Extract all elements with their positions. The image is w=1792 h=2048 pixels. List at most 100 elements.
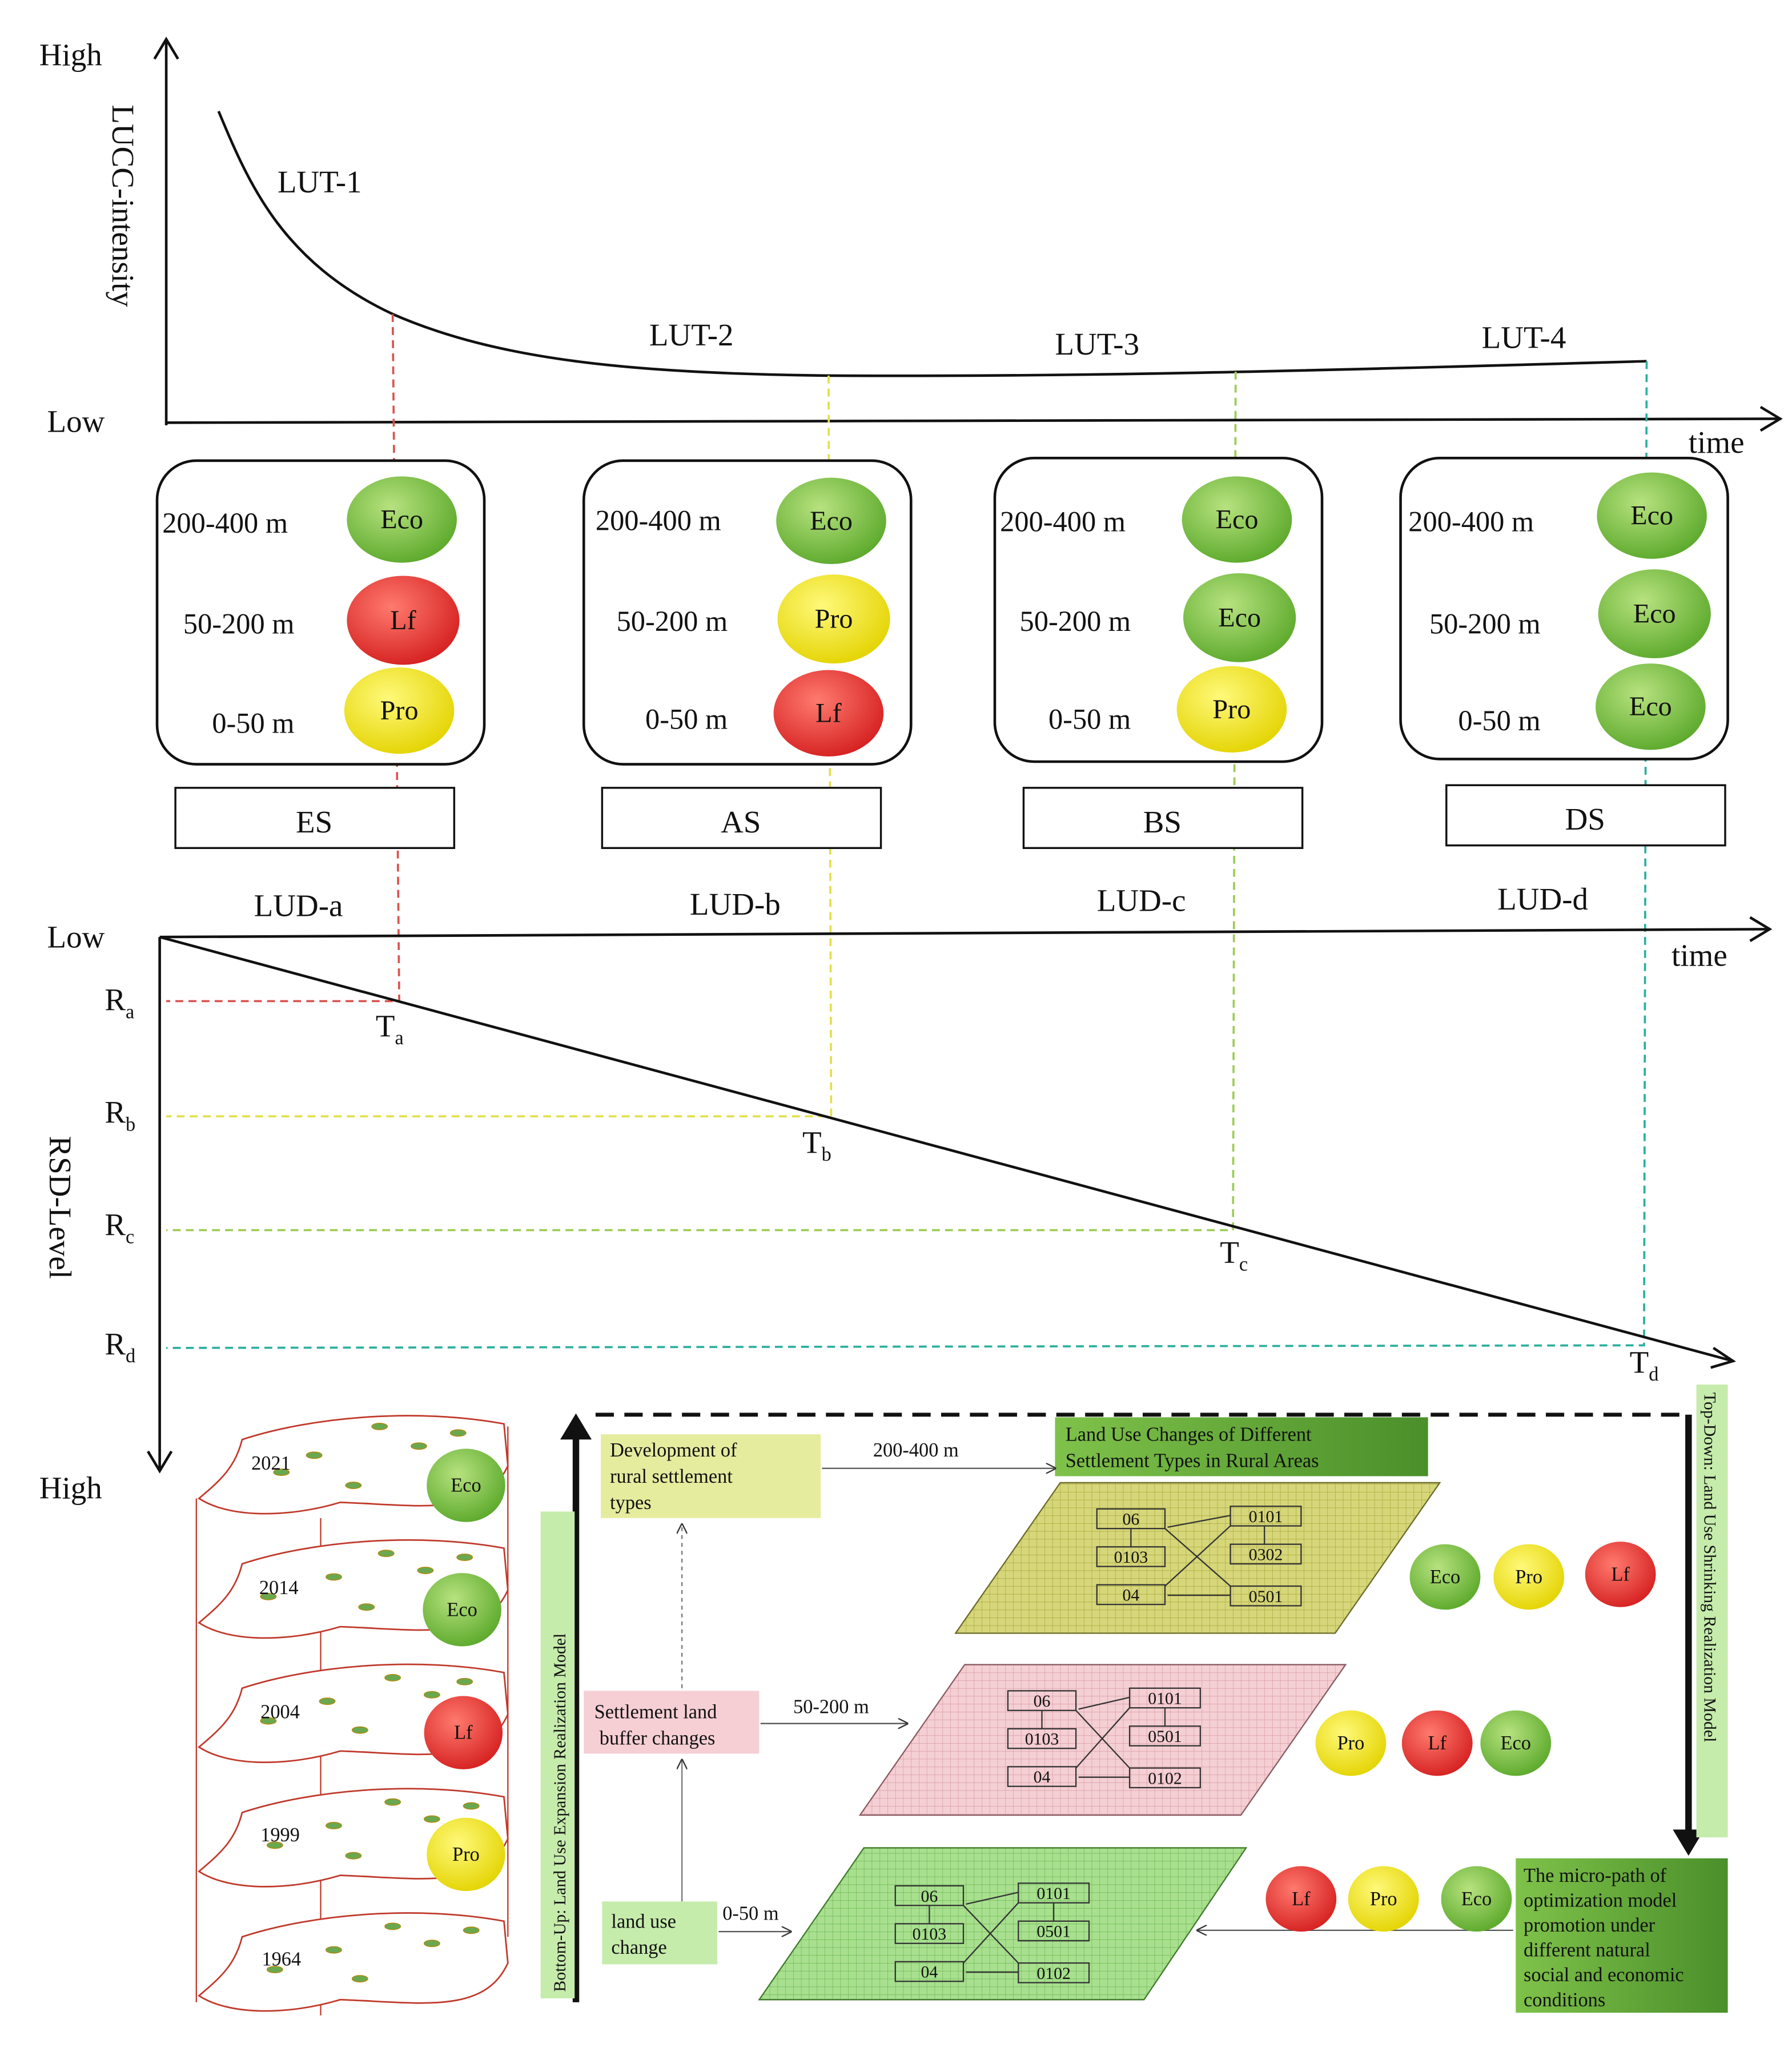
r-label-b: Rb	[105, 1095, 135, 1136]
code-06: 06	[1034, 1692, 1051, 1711]
grid-layer-top: 06 0103 04 0101 0302 0501 Eco Pro Lf	[954, 1482, 1656, 1634]
top-y-low-label: Low	[47, 404, 105, 438]
lud-label-d: LUD-d	[1497, 882, 1588, 916]
curve-label-lut1: LUT-1	[278, 164, 362, 199]
year-type-circle: Lf	[454, 1722, 473, 1744]
t-label-d: Td	[1630, 1345, 1659, 1385]
model-title-line1: Land Use Changes of Different	[1066, 1424, 1312, 1446]
stage-label-ds: DS	[1565, 802, 1605, 836]
code-0501: 0501	[1249, 1587, 1283, 1606]
code-06: 06	[1122, 1510, 1139, 1529]
stage-panel-as: 200-400 m Eco 50-200 m Pro 0-50 m Lf AS	[582, 459, 913, 849]
box-buffer-line1: Settlement land	[594, 1701, 717, 1723]
type-circle-label: Pro	[1212, 694, 1251, 725]
distance-label: 50-200 m	[1429, 607, 1541, 639]
box-development-line3: types	[610, 1492, 652, 1514]
r-label-d: Rd	[105, 1326, 135, 1367]
code-04: 04	[921, 1963, 938, 1982]
stage-panel-ds: 200-400 m Eco 50-200 m Eco 0-50 m Eco DS	[1399, 456, 1729, 847]
model-title-line2: Settlement Types in Rural Areas	[1066, 1450, 1319, 1471]
code-0501: 0501	[1148, 1727, 1182, 1746]
stage-label-es: ES	[296, 804, 332, 839]
layer-circle: Eco	[1430, 1566, 1460, 1588]
distance-label: 0-50 m	[1048, 703, 1131, 735]
t-label-c: Tc	[1220, 1235, 1248, 1276]
distance-label: 200-400 m	[1000, 506, 1126, 538]
top-down-model-label: Top-Down: Land Use Shrinking Realization…	[1700, 1393, 1719, 1742]
code-06: 06	[921, 1887, 938, 1906]
distance-label: 0-50 m	[1458, 705, 1540, 737]
stage-panel-es: 200-400 m Eco 50-200 m Lf 0-50 m Pro ES	[155, 459, 486, 849]
lucc-intensity-curve	[217, 110, 1647, 377]
type-circle-label: Eco	[1218, 602, 1261, 633]
year-type-circle: Eco	[447, 1599, 477, 1620]
top-x-axis-label: time	[1689, 425, 1745, 460]
layer-circle: Pro	[1515, 1566, 1542, 1588]
box-micro-line5: social and economic	[1524, 1964, 1684, 1986]
lud-label-b: LUD-b	[690, 887, 781, 922]
distance-label: 0-50 m	[212, 707, 294, 739]
grid-layer-bot: 06 0103 04 0101 0501 0102 Lf Pro Eco	[758, 1847, 1512, 2001]
type-circle-label: Eco	[1216, 504, 1259, 534]
layer-shape-1964	[198, 1912, 509, 2012]
distance-label: 50-200 m	[1020, 605, 1131, 637]
box-micro-line3: promotion under	[1524, 1914, 1656, 1936]
box-development-line2: rural settlement	[610, 1466, 733, 1487]
layer-circle: Eco	[1461, 1888, 1492, 1910]
bottom-y-high-label: High	[39, 1470, 102, 1505]
year-label-2021: 2021	[251, 1452, 291, 1474]
curve-label-lut2: LUT-2	[649, 317, 734, 352]
box-landuse-line1: land use	[611, 1910, 676, 1932]
code-0103: 0103	[1114, 1548, 1148, 1567]
stage-panel-bs: 200-400 m Eco 50-200 m Eco 0-50 m Pro BS	[993, 456, 1324, 849]
t-label-b: Tb	[802, 1125, 831, 1165]
distance-label: 200-400 m	[162, 507, 288, 539]
type-circle-label: Eco	[810, 506, 853, 536]
dist-label-mid: 50-200 m	[793, 1696, 869, 1717]
code-0101: 0101	[1036, 1884, 1071, 1903]
year-label-1999: 1999	[260, 1824, 300, 1846]
code-0102: 0102	[1036, 1964, 1071, 1983]
bottom-up-model-label: Bottom-Up: Land Use Expansion Realizatio…	[551, 1633, 569, 1992]
year-label-2014: 2014	[259, 1577, 299, 1599]
type-circle-label: Eco	[1629, 691, 1672, 722]
box-micro-line4: different natural	[1524, 1940, 1650, 1961]
box-landuse-line2: change	[611, 1937, 666, 1958]
layer-circle: Lf	[1611, 1563, 1630, 1585]
year-label-2004: 2004	[260, 1701, 300, 1723]
lud-label-a: LUD-a	[254, 888, 343, 923]
code-04: 04	[1034, 1768, 1051, 1787]
t-label-a: Ta	[376, 1008, 404, 1049]
type-circle-label: Eco	[1633, 598, 1676, 629]
code-0101: 0101	[1249, 1507, 1283, 1526]
type-circle-label: Eco	[1630, 501, 1673, 531]
top-y-axis-label: LUCC-intensity	[106, 104, 140, 307]
lud-label-c: LUD-c	[1097, 883, 1186, 918]
box-micro-line2: optimization model	[1524, 1890, 1677, 1912]
curve-label-lut4: LUT-4	[1482, 320, 1566, 355]
type-circle-label: Pro	[815, 604, 853, 634]
layer-circle: Lf	[1428, 1732, 1447, 1754]
bottom-x-axis-label: time	[1672, 938, 1727, 973]
stage-panels: 200-400 m Eco 50-200 m Lf 0-50 m Pro ES …	[155, 456, 1729, 849]
model-framework: Bottom-Up: Land Use Expansion Realizatio…	[540, 1385, 1728, 2013]
layer-circle: Pro	[1337, 1732, 1365, 1754]
type-circle-label: Lf	[815, 698, 842, 729]
bottom-x-axis	[159, 928, 1770, 939]
year-stack: 2021 2014 2004 1999 1964 Eco Eco Lf Pro	[195, 1415, 509, 2015]
guide-line-b	[166, 375, 833, 1117]
year-type-circle: Eco	[451, 1475, 481, 1496]
layer-circle: Lf	[1292, 1888, 1311, 1910]
code-0101: 0101	[1148, 1689, 1182, 1708]
layer-circle: Eco	[1501, 1732, 1531, 1754]
distance-label: 200-400 m	[1408, 506, 1534, 538]
type-circle-label: Lf	[390, 605, 416, 635]
code-0103: 0103	[1025, 1730, 1059, 1749]
code-0302: 0302	[1249, 1546, 1283, 1564]
type-circle-label: Pro	[380, 695, 419, 726]
type-circle-label: Eco	[380, 504, 423, 534]
stage-label-as: AS	[721, 804, 761, 839]
bottom-y-low-label: Low	[47, 919, 105, 954]
bottom-y-axis-label: RSD-Level	[43, 1136, 78, 1280]
